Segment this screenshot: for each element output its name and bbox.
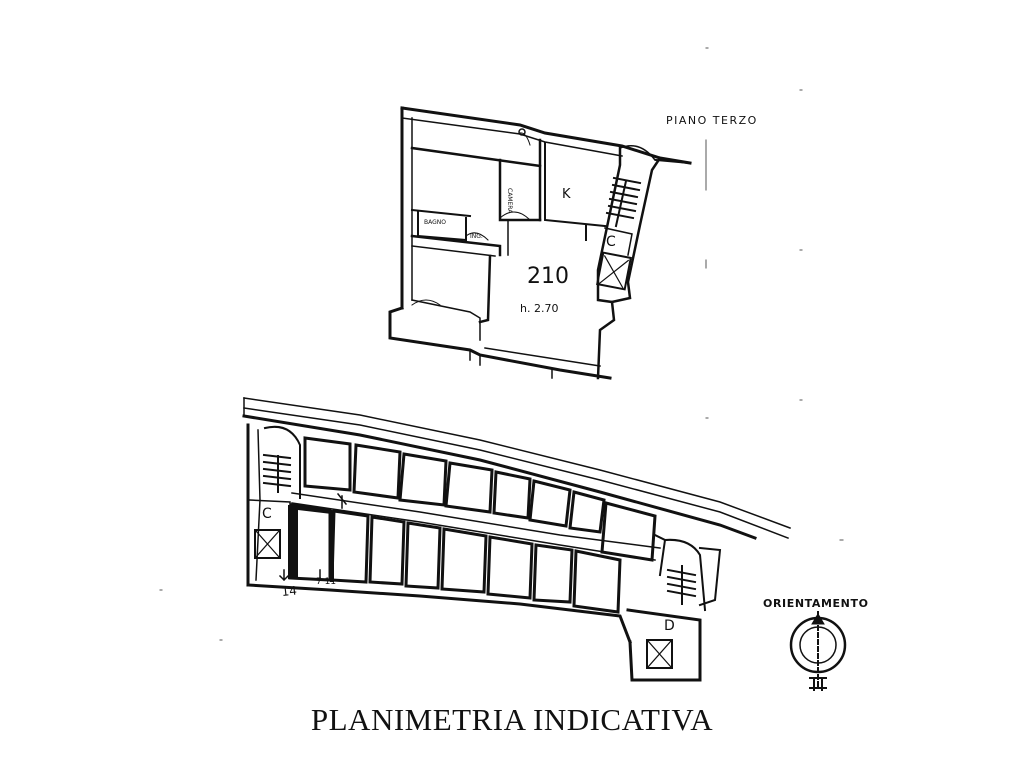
plan-caption: PLANIMETRIA INDICATIVA (310, 702, 714, 737)
apartment-plan (388, 106, 692, 380)
floor-label: PIANO TERZO (666, 114, 758, 127)
orientation-compass (789, 611, 847, 691)
orientation-label: ORIENTAMENTO (763, 597, 869, 610)
apartment-number: 210 (527, 264, 569, 289)
kitchen-label: K (562, 187, 571, 202)
apartment-height: h. 2.70 (520, 302, 558, 315)
cellar-plan (242, 397, 791, 682)
cellar-stair-core-right-label: D (664, 618, 675, 634)
closet-label: CAMERA (506, 188, 513, 214)
entrance-label: ING. (470, 233, 483, 240)
apartment-stair-core-label: C (606, 234, 616, 250)
cellar-stair-core-left-label: C (262, 506, 272, 522)
bath-label: BAGNO (424, 219, 446, 226)
marked-cellar-note: 7 11 (316, 577, 336, 587)
marked-cellar-label: 14 (281, 583, 298, 599)
